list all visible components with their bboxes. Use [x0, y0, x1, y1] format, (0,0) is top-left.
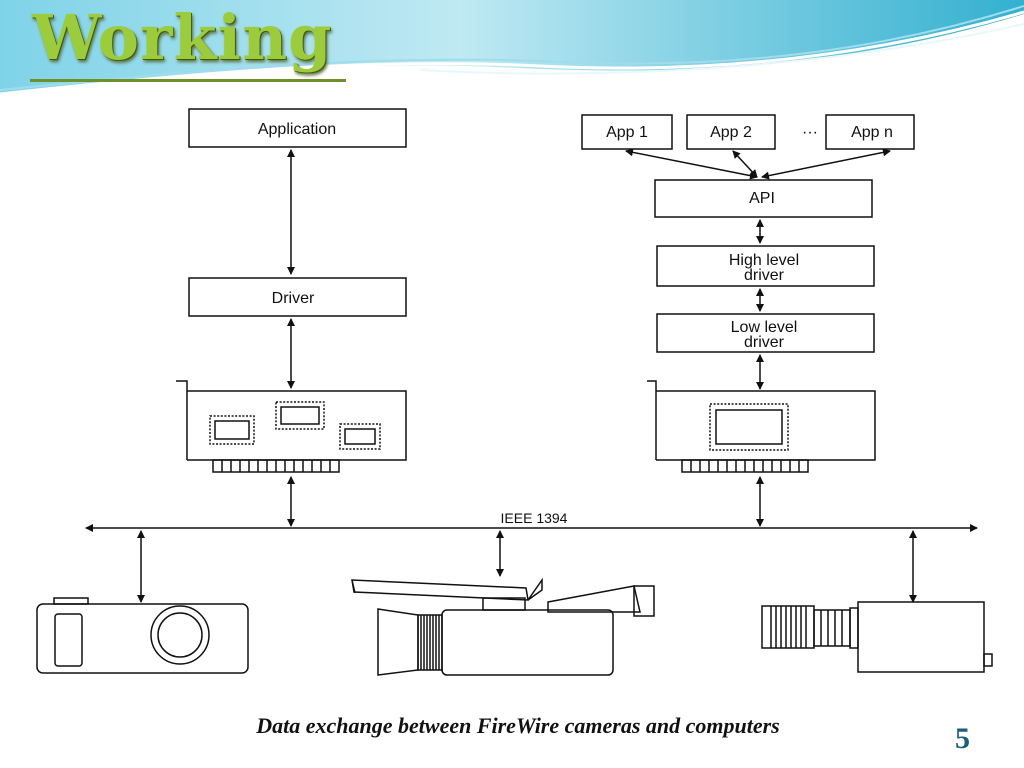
driver-label: Driver [272, 290, 315, 307]
firewire-diagram: Application Driver App 1 App 2 App n ···… [36, 108, 993, 676]
low-level-driver-line-1: Low level [731, 319, 798, 336]
slide-title: Working [32, 1, 333, 74]
video-camera-icon [351, 577, 655, 676]
industrial-camera-icon [761, 601, 993, 673]
header-wave-decoration [0, 0, 1024, 96]
diagram-caption: Data exchange between FireWire cameras a… [256, 713, 780, 738]
low-level-driver-box [656, 313, 875, 353]
app-2-box [686, 114, 776, 150]
interface-card-single-chip [647, 380, 876, 473]
high-level-driver-line-2: driver [744, 267, 785, 284]
title-underline [30, 79, 346, 82]
high-level-driver-line-1: High level [729, 252, 799, 269]
api-label: API [749, 190, 775, 207]
high-level-driver-box [656, 245, 875, 287]
driver-box [188, 277, 407, 317]
app-n-label: App n [851, 124, 893, 141]
arrow-app2-api [732, 150, 758, 178]
digital-camera-icon [36, 597, 249, 674]
application-box [188, 108, 407, 148]
arrow-appn-api [761, 148, 891, 180]
api-box [654, 179, 873, 218]
app-2-label: App 2 [710, 124, 752, 141]
application-label: Application [258, 121, 336, 138]
interface-card-three-chips [176, 380, 407, 473]
page-number: 5 [955, 722, 970, 755]
apps-ellipsis: ··· [802, 124, 818, 141]
low-level-driver-line-2: driver [744, 334, 785, 351]
ieee-1394-label: IEEE 1394 [501, 510, 568, 526]
app-1-label: App 1 [606, 124, 648, 141]
